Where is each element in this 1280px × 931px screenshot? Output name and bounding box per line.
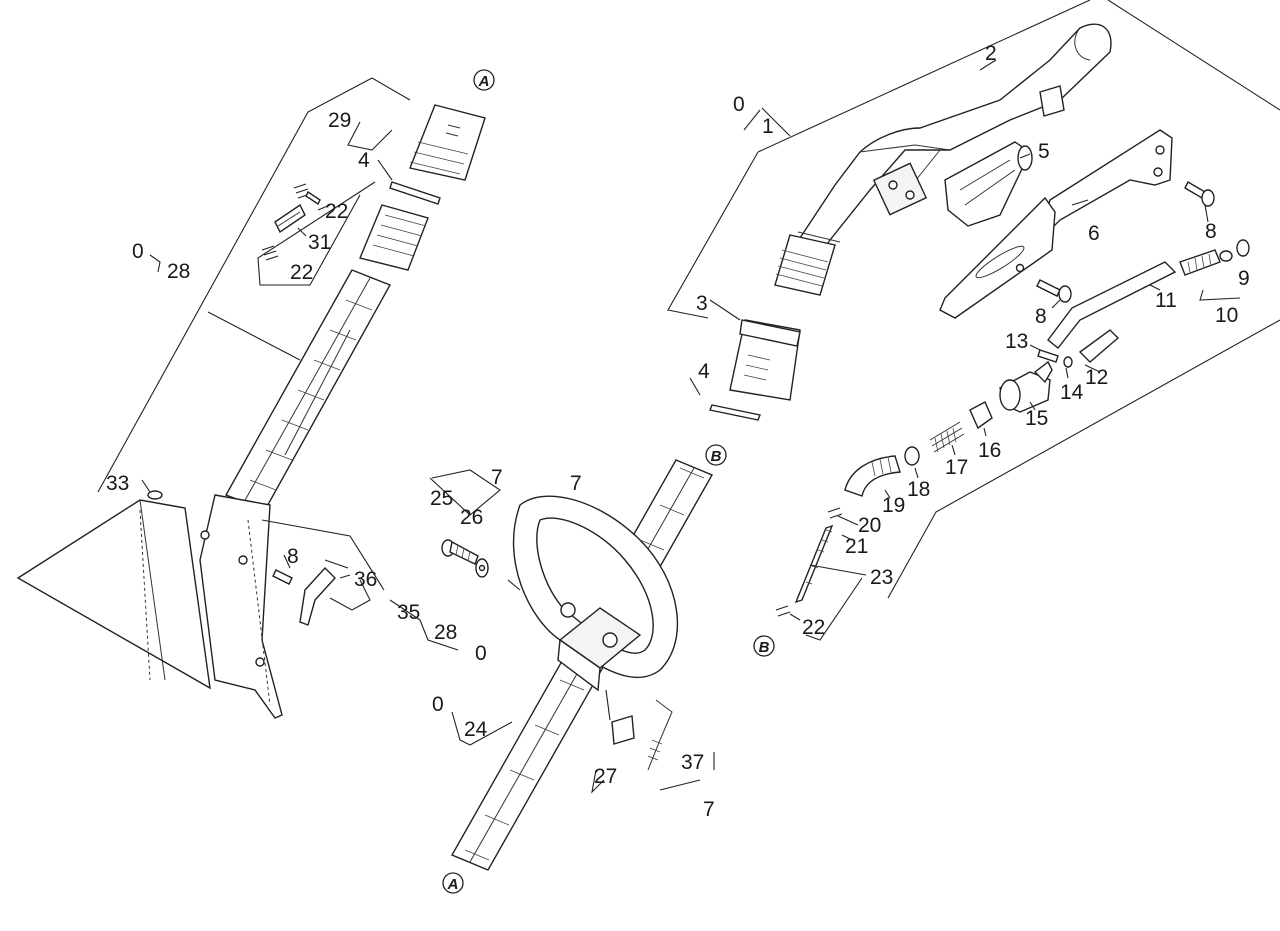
- fitting-part-10: [1179, 249, 1233, 276]
- label-5: 5: [1038, 140, 1050, 163]
- label-0-bottom: 0: [475, 642, 487, 665]
- label-17: 17: [945, 456, 968, 479]
- washer-part-26: [475, 558, 489, 578]
- label-0-28: 0: [132, 240, 144, 263]
- pin-part-13: [1037, 349, 1059, 363]
- part-labels: 0 1 2 3 4 4 5 6 7 7 7 8 8 8 9 10 11 12 1…: [106, 42, 1250, 821]
- elbow-part-19: [844, 455, 901, 497]
- tube-part-23: [794, 524, 834, 604]
- threaded-end-part-28: [359, 204, 429, 271]
- label-13: 13: [1005, 330, 1028, 353]
- hose-part-11: [1047, 261, 1177, 349]
- pin-part-36: [324, 559, 349, 569]
- svg-text:A: A: [447, 876, 459, 893]
- label-29: 29: [328, 109, 351, 132]
- connector-b-mid: B: [705, 444, 727, 466]
- label-10: 10: [1215, 304, 1238, 327]
- nozzle-part-33: [16, 490, 211, 690]
- label-35: 35: [397, 601, 420, 624]
- label-22-right: 22: [802, 616, 825, 639]
- bracket-part-6: [939, 129, 1173, 319]
- label-16: 16: [978, 439, 1001, 462]
- label-28-right: 28: [434, 621, 457, 644]
- seal-part-22-left-top: [293, 183, 321, 206]
- label-8-right: 8: [1205, 220, 1217, 243]
- nozzle-part-12: [1078, 329, 1120, 363]
- label-9: 9: [1238, 267, 1250, 290]
- screw-part-8-right: [1184, 181, 1215, 207]
- label-37: 37: [681, 751, 704, 774]
- leader-lines: [141, 59, 1241, 794]
- label-33: 33: [106, 472, 129, 495]
- clip-part-27: [605, 689, 635, 745]
- wire-part-37: [647, 699, 673, 771]
- label-0: 0: [733, 93, 745, 116]
- connector-b-right: B: [753, 635, 775, 657]
- label-23: 23: [870, 566, 893, 589]
- valve-part-15: [999, 360, 1053, 413]
- spring-part-17: [929, 421, 965, 453]
- label-3: 3: [696, 292, 708, 315]
- label-4-left: 4: [358, 149, 370, 172]
- label-8-left: 8: [287, 545, 299, 568]
- label-7-bottom: 7: [703, 798, 715, 821]
- screw-part-8-mid: [1036, 279, 1072, 303]
- nozzle-housing-part-28: [199, 494, 283, 719]
- part-31: [274, 203, 306, 234]
- label-15: 15: [1025, 407, 1048, 430]
- label-26: 26: [460, 506, 483, 529]
- svg-text:A: A: [478, 73, 490, 90]
- svg-text:B: B: [711, 448, 722, 465]
- o-ring-part-18: [904, 446, 920, 466]
- label-20: 20: [858, 514, 881, 537]
- label-11: 11: [1155, 289, 1177, 312]
- label-28-left: 28: [167, 260, 190, 283]
- label-0-24: 0: [432, 693, 444, 716]
- label-12: 12: [1085, 366, 1108, 389]
- svg-text:B: B: [759, 639, 770, 656]
- loop-grip-part-7: [512, 495, 679, 692]
- label-18: 18: [907, 478, 930, 501]
- label-24: 24: [464, 718, 488, 741]
- screw-part-8-left: [272, 569, 293, 585]
- connector-a-bottom: A: [442, 872, 464, 894]
- ring-part-4-right: [709, 404, 761, 421]
- label-36: 36: [354, 568, 377, 591]
- label-31: 31: [308, 231, 331, 254]
- ring-part-4-left: [389, 181, 441, 205]
- label-22-left-bottom: 22: [290, 261, 313, 284]
- seal-part-22-left-bottom: [261, 245, 279, 261]
- group-frame-left: [97, 77, 411, 493]
- label-14: 14: [1060, 381, 1084, 404]
- clip-part-35: [299, 566, 336, 626]
- group-frame-right: [667, 0, 1280, 599]
- coupling-part-3: [729, 319, 801, 401]
- label-7-right: 7: [570, 472, 582, 495]
- washer-part-14: [1063, 356, 1073, 368]
- seal-part-22-right: [775, 605, 791, 617]
- connector-a-top: A: [473, 69, 495, 91]
- label-4: 4: [698, 360, 710, 383]
- lever-part-5: [944, 141, 1033, 227]
- label-1: 1: [762, 115, 774, 138]
- handle-body-part-2: [774, 23, 1112, 296]
- label-21: 21: [845, 535, 868, 558]
- label-2: 2: [985, 42, 997, 65]
- o-ring-part-9: [1236, 239, 1250, 257]
- seal-part-20-21: [827, 507, 843, 519]
- label-7-left: 7: [491, 466, 503, 489]
- label-6: 6: [1088, 222, 1100, 245]
- nut-part-16: [969, 401, 993, 430]
- screw-part-25: [441, 539, 479, 565]
- left-tube-part-28: [224, 269, 391, 511]
- label-25: 25: [430, 487, 453, 510]
- label-27: 27: [594, 765, 617, 788]
- label-8-mid: 8: [1035, 305, 1047, 328]
- label-19: 19: [882, 494, 905, 517]
- cap-part-29: [409, 104, 486, 181]
- label-22-left-top: 22: [325, 200, 348, 223]
